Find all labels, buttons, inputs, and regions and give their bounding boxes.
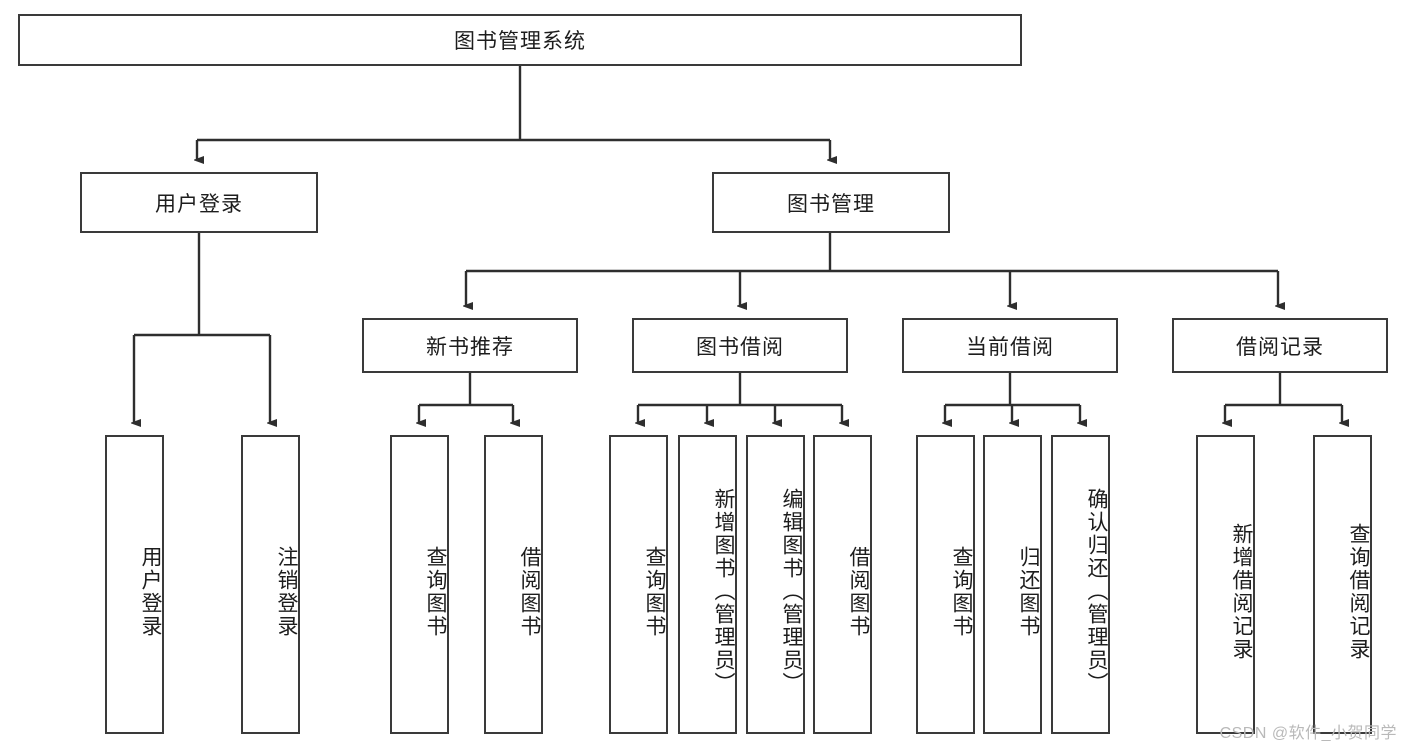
node-label: 新书推荐 (426, 335, 514, 359)
leaf-borrow-query-book[interactable]: 查询图书 (609, 435, 668, 734)
node-label: 用户登录 (155, 192, 243, 216)
node-user-login[interactable]: 用户登录 (80, 172, 318, 233)
node-label: 新增借阅记录 (1230, 522, 1253, 661)
node-label: 查询图书 (950, 545, 973, 638)
leaf-current-return-book[interactable]: 归还图书 (983, 435, 1042, 734)
node-label: 查询图书 (424, 545, 447, 638)
node-label: 确认归还（管理员） (1085, 488, 1108, 695)
leaf-borrow-add-book-admin[interactable]: 新增图书（管理员） (678, 435, 737, 734)
leaf-borrow-borrow-book[interactable]: 借阅图书 (813, 435, 872, 734)
node-label: 查询图书 (643, 545, 666, 638)
node-label: 查询借阅记录 (1347, 522, 1370, 661)
node-root-system[interactable]: 图书管理系统 (18, 14, 1022, 66)
node-new-book-recommend[interactable]: 新书推荐 (362, 318, 578, 373)
leaf-user-login[interactable]: 用户登录 (105, 435, 164, 734)
node-book-management[interactable]: 图书管理 (712, 172, 950, 233)
leaf-record-query-record[interactable]: 查询借阅记录 (1313, 435, 1372, 734)
node-borrow-record[interactable]: 借阅记录 (1172, 318, 1388, 373)
node-label: 注销登录 (275, 545, 298, 638)
node-current-borrow[interactable]: 当前借阅 (902, 318, 1118, 373)
node-label: 借阅记录 (1236, 335, 1324, 359)
leaf-user-logout[interactable]: 注销登录 (241, 435, 300, 734)
node-label: 归还图书 (1017, 545, 1040, 638)
node-label: 借阅图书 (518, 545, 541, 638)
leaf-recommend-borrow-book[interactable]: 借阅图书 (484, 435, 543, 734)
leaf-current-confirm-return-admin[interactable]: 确认归还（管理员） (1051, 435, 1110, 734)
leaf-current-query-book[interactable]: 查询图书 (916, 435, 975, 734)
node-label: 图书管理系统 (454, 30, 586, 53)
leaf-recommend-query-book[interactable]: 查询图书 (390, 435, 449, 734)
csdn-watermark: CSDN @软件_小贺同学 (1219, 725, 1397, 742)
node-label: 当前借阅 (966, 335, 1054, 359)
node-label: 编辑图书（管理员） (780, 488, 803, 695)
node-label: 新增图书（管理员） (712, 488, 735, 695)
node-label: 图书借阅 (696, 335, 784, 359)
node-label: 图书管理 (787, 192, 875, 216)
node-label: 用户登录 (139, 545, 162, 638)
node-book-borrow[interactable]: 图书借阅 (632, 318, 848, 373)
leaf-borrow-edit-book-admin[interactable]: 编辑图书（管理员） (746, 435, 805, 734)
leaf-record-add-record[interactable]: 新增借阅记录 (1196, 435, 1255, 734)
node-label: 借阅图书 (847, 545, 870, 638)
